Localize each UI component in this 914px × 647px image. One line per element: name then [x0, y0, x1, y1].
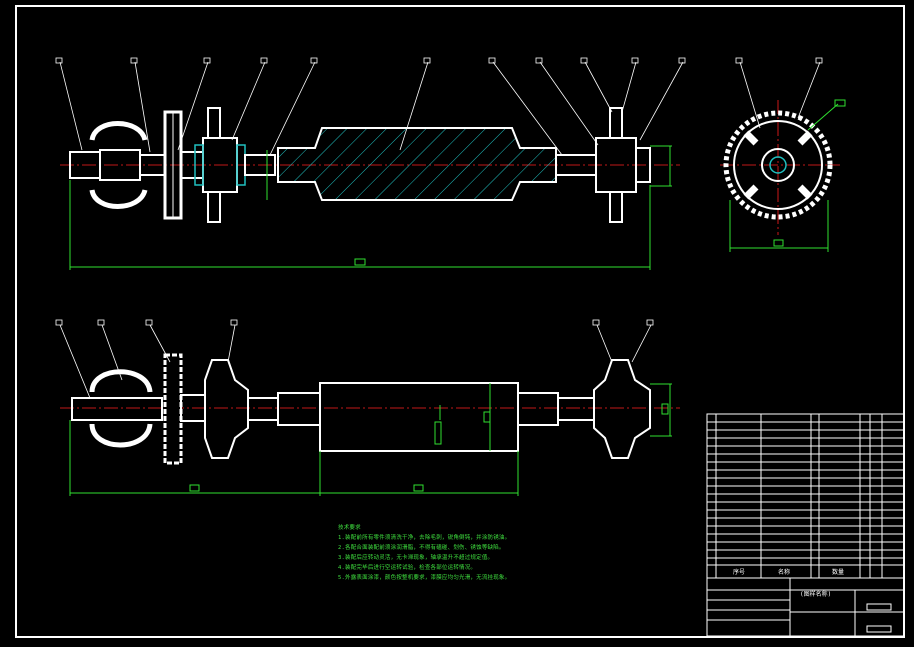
tech-notes-title: 技术要求	[338, 525, 361, 531]
bom-header-name: 名称	[778, 568, 790, 576]
side-gear-view	[720, 57, 846, 252]
tech-note-line: 1.装配前所有零件须清洗干净，去除毛刺，锐角倒钝，并涂防锈油。	[338, 535, 511, 541]
tech-note-line: 4.装配完毕后进行空运转试验，检查各部位运转情况。	[338, 565, 477, 571]
title-block	[706, 413, 905, 637]
tech-note-line: 2.各配合面装配前须涂润滑脂，不得有磕碰、划伤、锈蚀等缺陷。	[338, 545, 505, 551]
technical-notes: 技术要求 1.装配前所有零件须清洗干净，去除毛刺，锐角倒钝，并涂防锈油。 2.各…	[338, 523, 510, 583]
bottom-elevation-view	[55, 319, 680, 496]
tech-note-line: 3.装配后应转动灵活，无卡滞现象，轴承温升不超过规定值。	[338, 555, 494, 561]
bom-header-qty: 数量	[832, 568, 844, 576]
top-section-view	[55, 57, 686, 270]
tech-note-line: 5.外露表面涂漆，颜色按整机要求，漆膜应均匀光滑，无流挂现象。	[338, 575, 511, 581]
drawing-border	[15, 5, 905, 638]
drawing-name: (图样名称)	[800, 590, 831, 598]
bom-header-index: 序号	[733, 568, 745, 576]
